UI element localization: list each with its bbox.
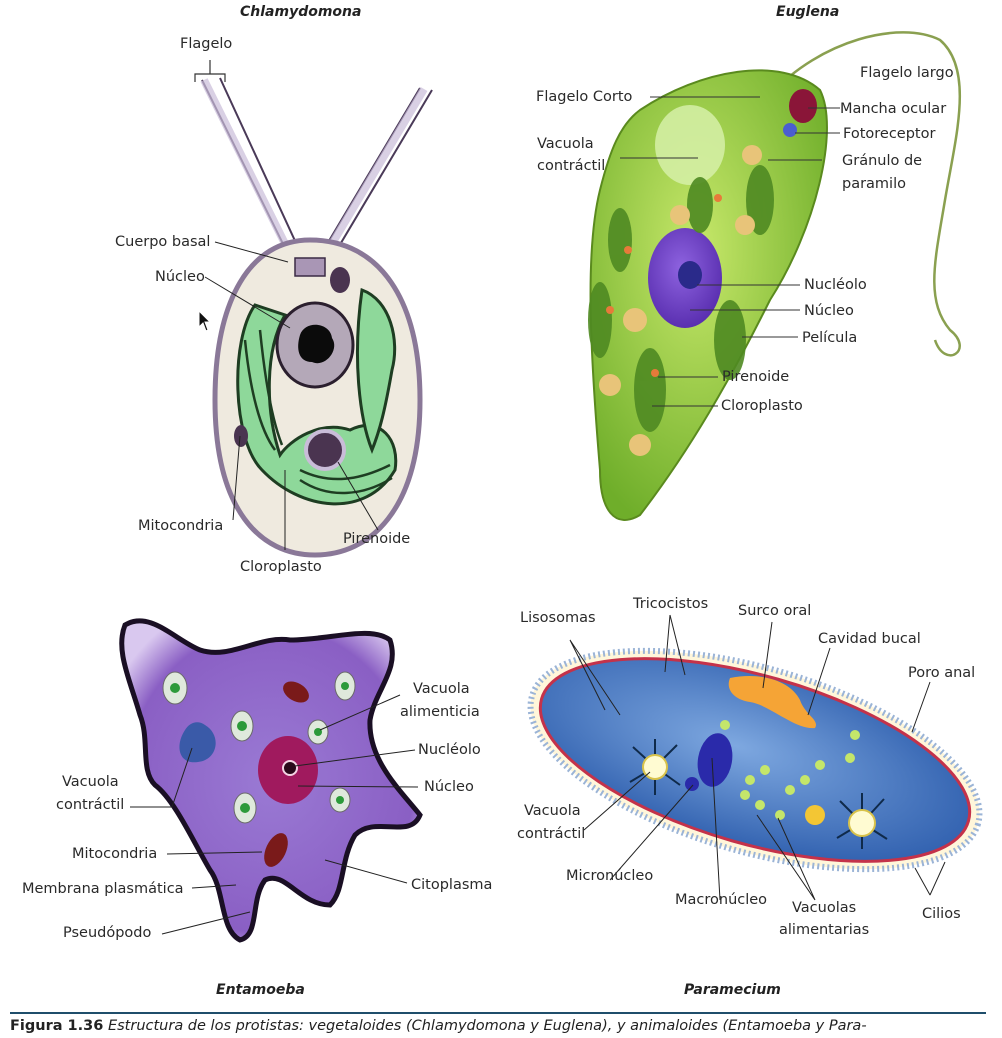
label-vacuola-contractil-1: Vacuola xyxy=(524,803,581,819)
label-vacuolas-alimentarias-1: Vacuolas xyxy=(792,900,857,916)
label-pseudopodo: Pseudópodo xyxy=(63,925,152,941)
label-flagelo: Flagelo xyxy=(180,36,233,52)
panel-title-chlamydomona: Chlamydomona xyxy=(240,4,362,20)
label-pirenoide: Pirenoide xyxy=(343,531,411,547)
panel-title-entamoeba: Entamoeba xyxy=(216,982,305,998)
label-mancha-ocular: Mancha ocular xyxy=(840,101,947,117)
label-cilios: Cilios xyxy=(922,906,961,922)
label-pirenoide: Pirenoide xyxy=(722,369,790,385)
mouse-pointer-icon xyxy=(198,310,212,332)
label-macronucleo: Macronúcleo xyxy=(675,892,768,908)
label-cavidad-bucal: Cavidad bucal xyxy=(818,631,921,647)
label-mitocondria: Mitocondria xyxy=(138,518,224,534)
label-vacuola-1: Vacuola xyxy=(537,136,594,152)
label-nucleo: Núcleo xyxy=(155,269,205,285)
protists-illustration xyxy=(119,31,983,943)
label-granulo-1: Gránulo de xyxy=(842,153,923,169)
entamoeba-drawing xyxy=(119,618,423,943)
panel-title-euglena: Euglena xyxy=(776,4,840,20)
label-surco-oral: Surco oral xyxy=(738,603,812,619)
label-vacuola-alimenticia-1: Vacuola xyxy=(413,681,470,697)
label-vacuola-contractil-2: contráctil xyxy=(56,797,125,813)
label-vacuola-alimenticia-2: alimenticia xyxy=(400,704,480,720)
label-pelicula: Película xyxy=(802,330,858,346)
label-granulo-2: paramilo xyxy=(842,176,906,192)
euglena-drawing xyxy=(588,31,962,521)
label-micronucleo: Micronúcleo xyxy=(566,868,654,884)
label-fotoreceptor: Fotoreceptor xyxy=(843,126,936,142)
label-poro-anal: Poro anal xyxy=(908,665,976,681)
label-nucleo: Núcleo xyxy=(424,779,474,795)
paramecium-drawing xyxy=(527,614,983,901)
label-cloroplasto: Cloroplasto xyxy=(240,559,322,575)
label-cuerpo-basal: Cuerpo basal xyxy=(115,234,211,250)
label-nucleolo: Nucléolo xyxy=(804,277,867,293)
figure-caption-text: Estructura de los protistas: vegetaloide… xyxy=(103,1018,867,1034)
label-flagelo-corto: Flagelo Corto xyxy=(536,89,633,105)
label-vacuolas-alimentarias-2: alimentarias xyxy=(779,922,870,938)
caption-divider xyxy=(10,1012,986,1014)
chlamydomona-drawing xyxy=(194,60,433,558)
label-vacuola-2: contráctil xyxy=(537,158,606,174)
label-cloroplasto: Cloroplasto xyxy=(721,398,803,414)
label-flagelo-largo: Flagelo largo xyxy=(860,65,954,81)
label-nucleolo: Nucléolo xyxy=(418,742,481,758)
panel-title-paramecium: Paramecium xyxy=(684,982,781,998)
label-nucleo: Núcleo xyxy=(804,303,854,319)
label-vacuola-contractil-1: Vacuola xyxy=(62,774,119,790)
label-membrana-plasmatica: Membrana plasmática xyxy=(22,881,184,897)
label-mitocondria: Mitocondria xyxy=(72,846,158,862)
figure-caption: Figura 1.36 Estructura de los protistas:… xyxy=(10,1018,867,1034)
label-citoplasma: Citoplasma xyxy=(411,877,493,893)
figure-number: Figura 1.36 xyxy=(10,1018,104,1034)
label-vacuola-contractil-2: contráctil xyxy=(517,826,586,842)
label-lisosomas: Lisosomas xyxy=(520,610,596,626)
label-tricocistos: Tricocistos xyxy=(633,596,709,612)
